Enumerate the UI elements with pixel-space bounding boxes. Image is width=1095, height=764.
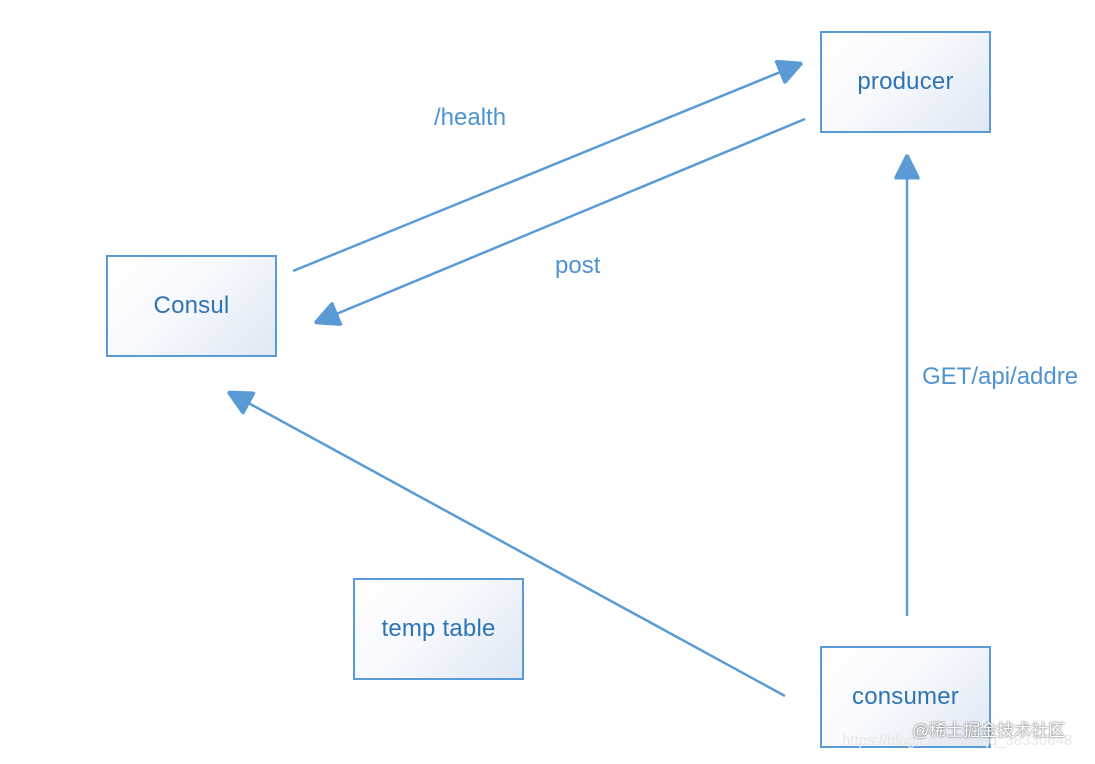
temp-table-node: temp table	[353, 578, 524, 680]
consul-node: Consul	[106, 255, 277, 357]
arrow-consumer-to-consul	[230, 393, 786, 698]
producer-node-label: producer	[857, 68, 954, 95]
producer-node: producer	[820, 31, 991, 133]
consumer-node-label: consumer	[852, 683, 959, 710]
temp-table-node-label: temp table	[381, 615, 496, 642]
watermark-brand: @稀土掘金技术社区	[912, 721, 1066, 740]
arrow-producer-to-consul-post	[317, 117, 806, 322]
consul-node-label: Consul	[153, 292, 230, 319]
watermark-url: https://blog.csdn.net/qq_38330648	[842, 732, 1073, 749]
health-edge-label: /health	[434, 104, 507, 131]
get-api-edge-label: GET/api/addre	[922, 363, 1079, 390]
post-edge-label: post	[555, 252, 601, 279]
consumer-node: consumer	[820, 646, 991, 748]
arrow-consul-to-producer-health	[292, 64, 800, 273]
